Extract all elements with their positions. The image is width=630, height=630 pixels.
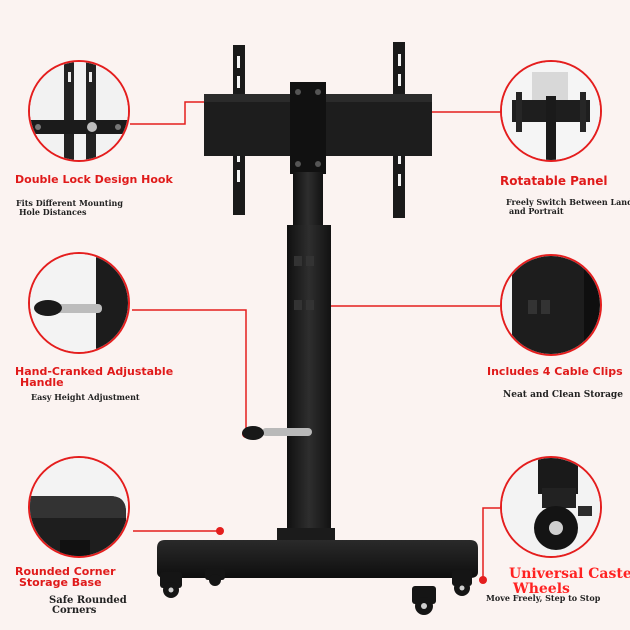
clips-detail-image bbox=[502, 256, 600, 354]
base-feature-title-line1: Rounded Corner bbox=[15, 565, 116, 578]
clips-feature-title: Includes 4 Cable Clips bbox=[487, 365, 623, 378]
hook-feature-subtitle-line1: Fits Different Mounting bbox=[16, 198, 123, 208]
hook-feature-subtitle-line2: Hole Distances bbox=[19, 207, 87, 217]
panel-detail-image bbox=[502, 62, 600, 160]
handle-feature-title-line1: Hand-Cranked Adjustable bbox=[15, 365, 174, 378]
panel-feature-subtitle-line1: Freely Switch Between Landscape bbox=[506, 197, 630, 207]
hook-detail-circle bbox=[28, 60, 130, 162]
handle-detail-circle bbox=[28, 252, 130, 354]
handle-detail-image bbox=[30, 254, 128, 352]
wheels-feature-title-line2: Wheels bbox=[513, 581, 570, 597]
clips-detail-circle bbox=[500, 254, 602, 356]
panel-detail-circle bbox=[500, 60, 602, 162]
handle-feature-title-line2: Handle bbox=[20, 376, 64, 389]
wheels-feature-subtitle: Move Freely, Step to Stop bbox=[486, 593, 601, 603]
base-feature-subtitle-line2: Corners bbox=[52, 605, 97, 616]
handle-feature-subtitle: Easy Height Adjustment bbox=[31, 392, 140, 402]
panel-feature-title: Rotatable Panel bbox=[500, 174, 608, 188]
base-feature-title-line2: Storage Base bbox=[19, 576, 102, 589]
hook-detail-image bbox=[30, 62, 128, 160]
handle-callout-line bbox=[132, 309, 247, 434]
wheels-callout-line bbox=[482, 507, 500, 580]
clips-feature-subtitle: Neat and Clean Storage bbox=[503, 390, 623, 400]
base-detail-circle bbox=[28, 456, 130, 558]
hook-feature-title: Double Lock Design Hook bbox=[15, 173, 173, 186]
wheels-detail-image bbox=[502, 458, 600, 556]
wheels-feature-title-line1: Universal Caster bbox=[509, 566, 630, 582]
panel-feature-subtitle-line2: and Portrait bbox=[509, 206, 564, 216]
base-detail-image bbox=[30, 458, 128, 556]
base-feature-subtitle-line1: Safe Rounded bbox=[49, 595, 127, 606]
wheels-detail-circle bbox=[500, 456, 602, 558]
